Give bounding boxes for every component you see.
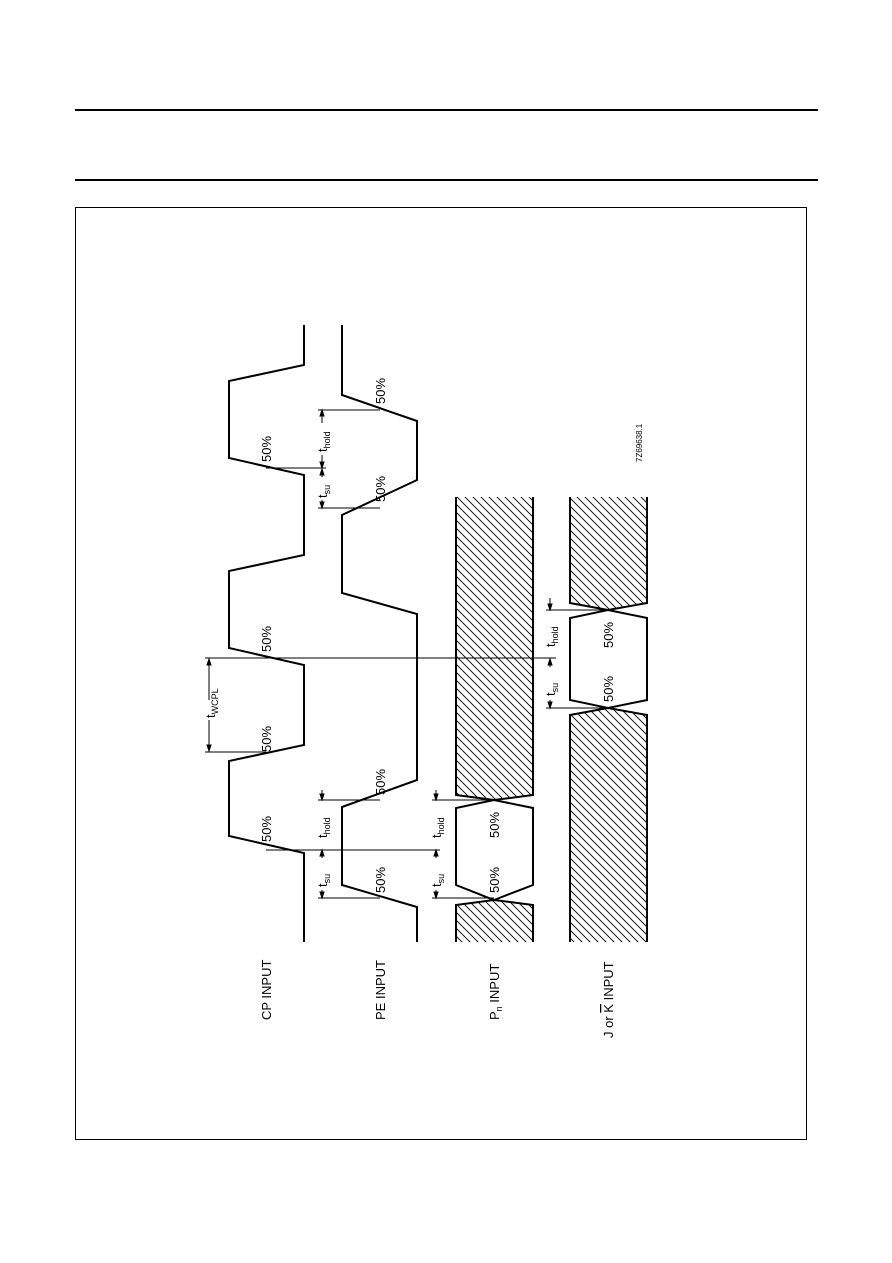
- hatched-regions: [456, 497, 647, 942]
- reference-lines: [205, 409, 608, 899]
- pct-pe-3: 50%: [373, 476, 388, 502]
- jk-hatch-bottom: [570, 708, 647, 942]
- tsu-pn: tsu: [429, 874, 446, 887]
- tsu-jk: tsu: [543, 683, 560, 696]
- pe-input-label: PE INPUT: [373, 960, 388, 1020]
- cp-waveform: [228, 325, 305, 942]
- figure-code: 7Z69638.1: [635, 423, 644, 462]
- signal-labels: CP INPUT PE INPUT Pn INPUT J or K INPUT: [259, 960, 616, 1038]
- pct-pn-1: 50%: [487, 867, 502, 893]
- top-rule: [75, 109, 818, 111]
- pct-cp-3: 50%: [259, 626, 274, 652]
- pn-input-label: Pn INPUT: [487, 964, 504, 1020]
- tsu-pe-1: tsu: [315, 874, 332, 887]
- pe-waveform: [341, 325, 418, 942]
- dimension-arrows: [206, 408, 553, 900]
- tsu-pe-2: tsu: [315, 485, 332, 498]
- pct-cp-2: 50%: [259, 726, 274, 752]
- thold-pe-2: thold: [315, 431, 332, 452]
- pct-pn-2: 50%: [487, 812, 502, 838]
- pct-jk-1: 50%: [601, 676, 616, 702]
- figure-frame: [75, 207, 807, 1140]
- thold-pe-1: thold: [315, 817, 332, 838]
- pn-hatch-bottom: [456, 900, 533, 942]
- twcpl-label: tWCPL: [203, 688, 220, 718]
- header-rule: [75, 179, 818, 181]
- pct-cp-1: 50%: [259, 816, 274, 842]
- jk-hatch-top: [570, 497, 647, 610]
- pct-pe-1: 50%: [373, 867, 388, 893]
- fifty-percent-labels: 50% 50% 50% 50% 50% 50% 50% 50% 50% 50% …: [259, 378, 616, 893]
- pct-jk-2: 50%: [601, 622, 616, 648]
- pct-pe-2: 50%: [373, 769, 388, 795]
- pct-pe-4: 50%: [373, 378, 388, 404]
- thold-pn: thold: [429, 817, 446, 838]
- pn-edge-bottom: [455, 898, 534, 942]
- pn-hatch-top: [456, 497, 533, 800]
- timing-labels: tWCPL tsu thold tsu thold tsu thold tsu …: [203, 431, 560, 887]
- jk-input-label: J or K INPUT: [601, 961, 616, 1038]
- cp-input-label: CP INPUT: [259, 960, 274, 1020]
- thold-jk: thold: [543, 626, 560, 647]
- pct-cp-4: 50%: [259, 436, 274, 462]
